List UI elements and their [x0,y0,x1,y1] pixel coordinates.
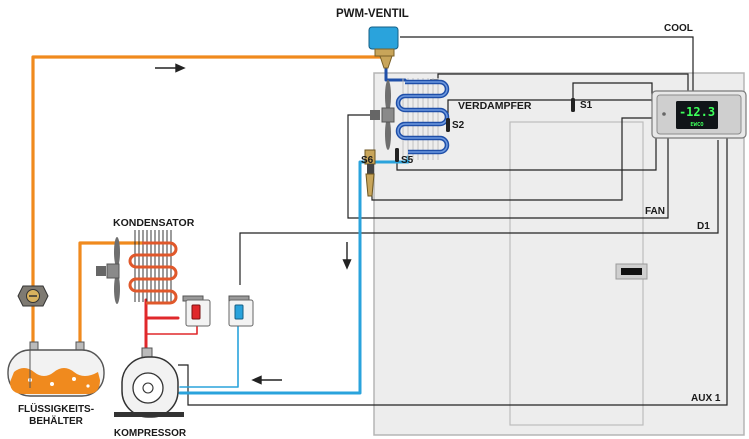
s5-label: S5 [401,155,414,166]
receiver-label-line2: BEHÄLTER [29,414,83,427]
evaporator-coil [395,78,450,160]
d1-label: D1 [697,221,710,232]
aux1-label: AUX 1 [691,393,721,404]
flow-arrows [155,63,352,385]
refrigerant-lines [31,55,410,395]
suction-line [178,155,410,395]
s1-label: S1 [580,100,593,111]
condenser-label: KONDENSATOR [113,217,195,229]
cool-label: COOL [664,23,693,34]
evaporator-fan-icon [370,80,395,150]
liquid-receiver [7,341,105,397]
evaporator-label: VERDAMPFER [458,100,532,112]
pwm-valve-label: PWM-VENTIL [336,8,409,20]
fan-label: FAN [645,206,665,217]
pwm-valve [368,26,399,69]
controller-display-sub: EWCO [690,122,704,128]
controller-display-value: -12.3 [679,105,715,119]
probe-s5-icon [395,148,399,162]
probe-s2-icon [446,118,450,132]
s6-label: S6 [361,155,374,166]
controller [651,90,747,139]
s2-label: S2 [452,120,465,131]
receiver-label-line1: FLÜSSIGKEITS- [18,402,94,415]
pressure-transducer-s6-icon [364,149,376,197]
compressor [114,347,184,418]
high-pressure-switch-icon [182,295,211,327]
compressor-label: KOMPRESSOR [114,428,187,439]
low-pressure-switch-icon [228,295,254,327]
liquid-line [31,55,390,350]
condenser [128,230,178,305]
condenser-fan-icon [96,237,120,304]
filter-drier-icon [17,285,49,307]
probe-s1-icon [571,98,575,112]
discharge-line [144,316,180,354]
